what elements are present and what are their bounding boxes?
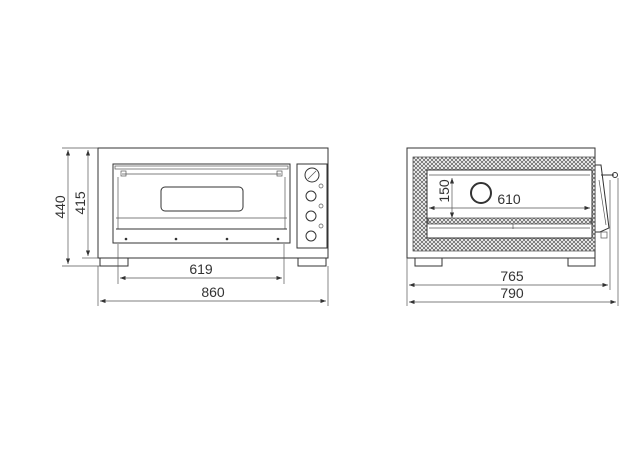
knob-icon	[305, 210, 317, 222]
knob-icon	[305, 230, 317, 242]
dim-door-width: 619	[189, 261, 213, 277]
oven-body-front	[97, 147, 329, 259]
baking-stone	[427, 217, 592, 225]
knob-icon	[305, 190, 317, 202]
control-panel	[296, 163, 328, 249]
lamp-window	[470, 182, 492, 204]
dim-body-height: 415	[72, 191, 88, 215]
door-handle-side	[595, 164, 618, 239]
dim-chamber-height: 150	[436, 179, 452, 203]
foot-left	[99, 257, 129, 267]
dim-total-depth: 790	[500, 285, 524, 301]
dim-chamber-depth: 610	[497, 191, 521, 207]
front-view: 619 860 440 415	[52, 147, 329, 306]
dimension-lines-side	[406, 178, 619, 306]
door-window	[160, 186, 244, 212]
dimension-lines-front	[62, 147, 329, 306]
dim-total-height: 440	[52, 195, 68, 219]
oven-door	[112, 163, 291, 244]
foot-right-side	[567, 257, 596, 267]
thermometer-gauge-icon	[304, 167, 320, 183]
dim-body-depth: 765	[500, 268, 524, 284]
foot-right	[297, 257, 327, 267]
side-view: 150 610 765 790	[406, 147, 619, 306]
foot-left-side	[414, 257, 443, 267]
dim-total-width: 860	[201, 284, 225, 300]
baking-chamber	[426, 169, 593, 239]
